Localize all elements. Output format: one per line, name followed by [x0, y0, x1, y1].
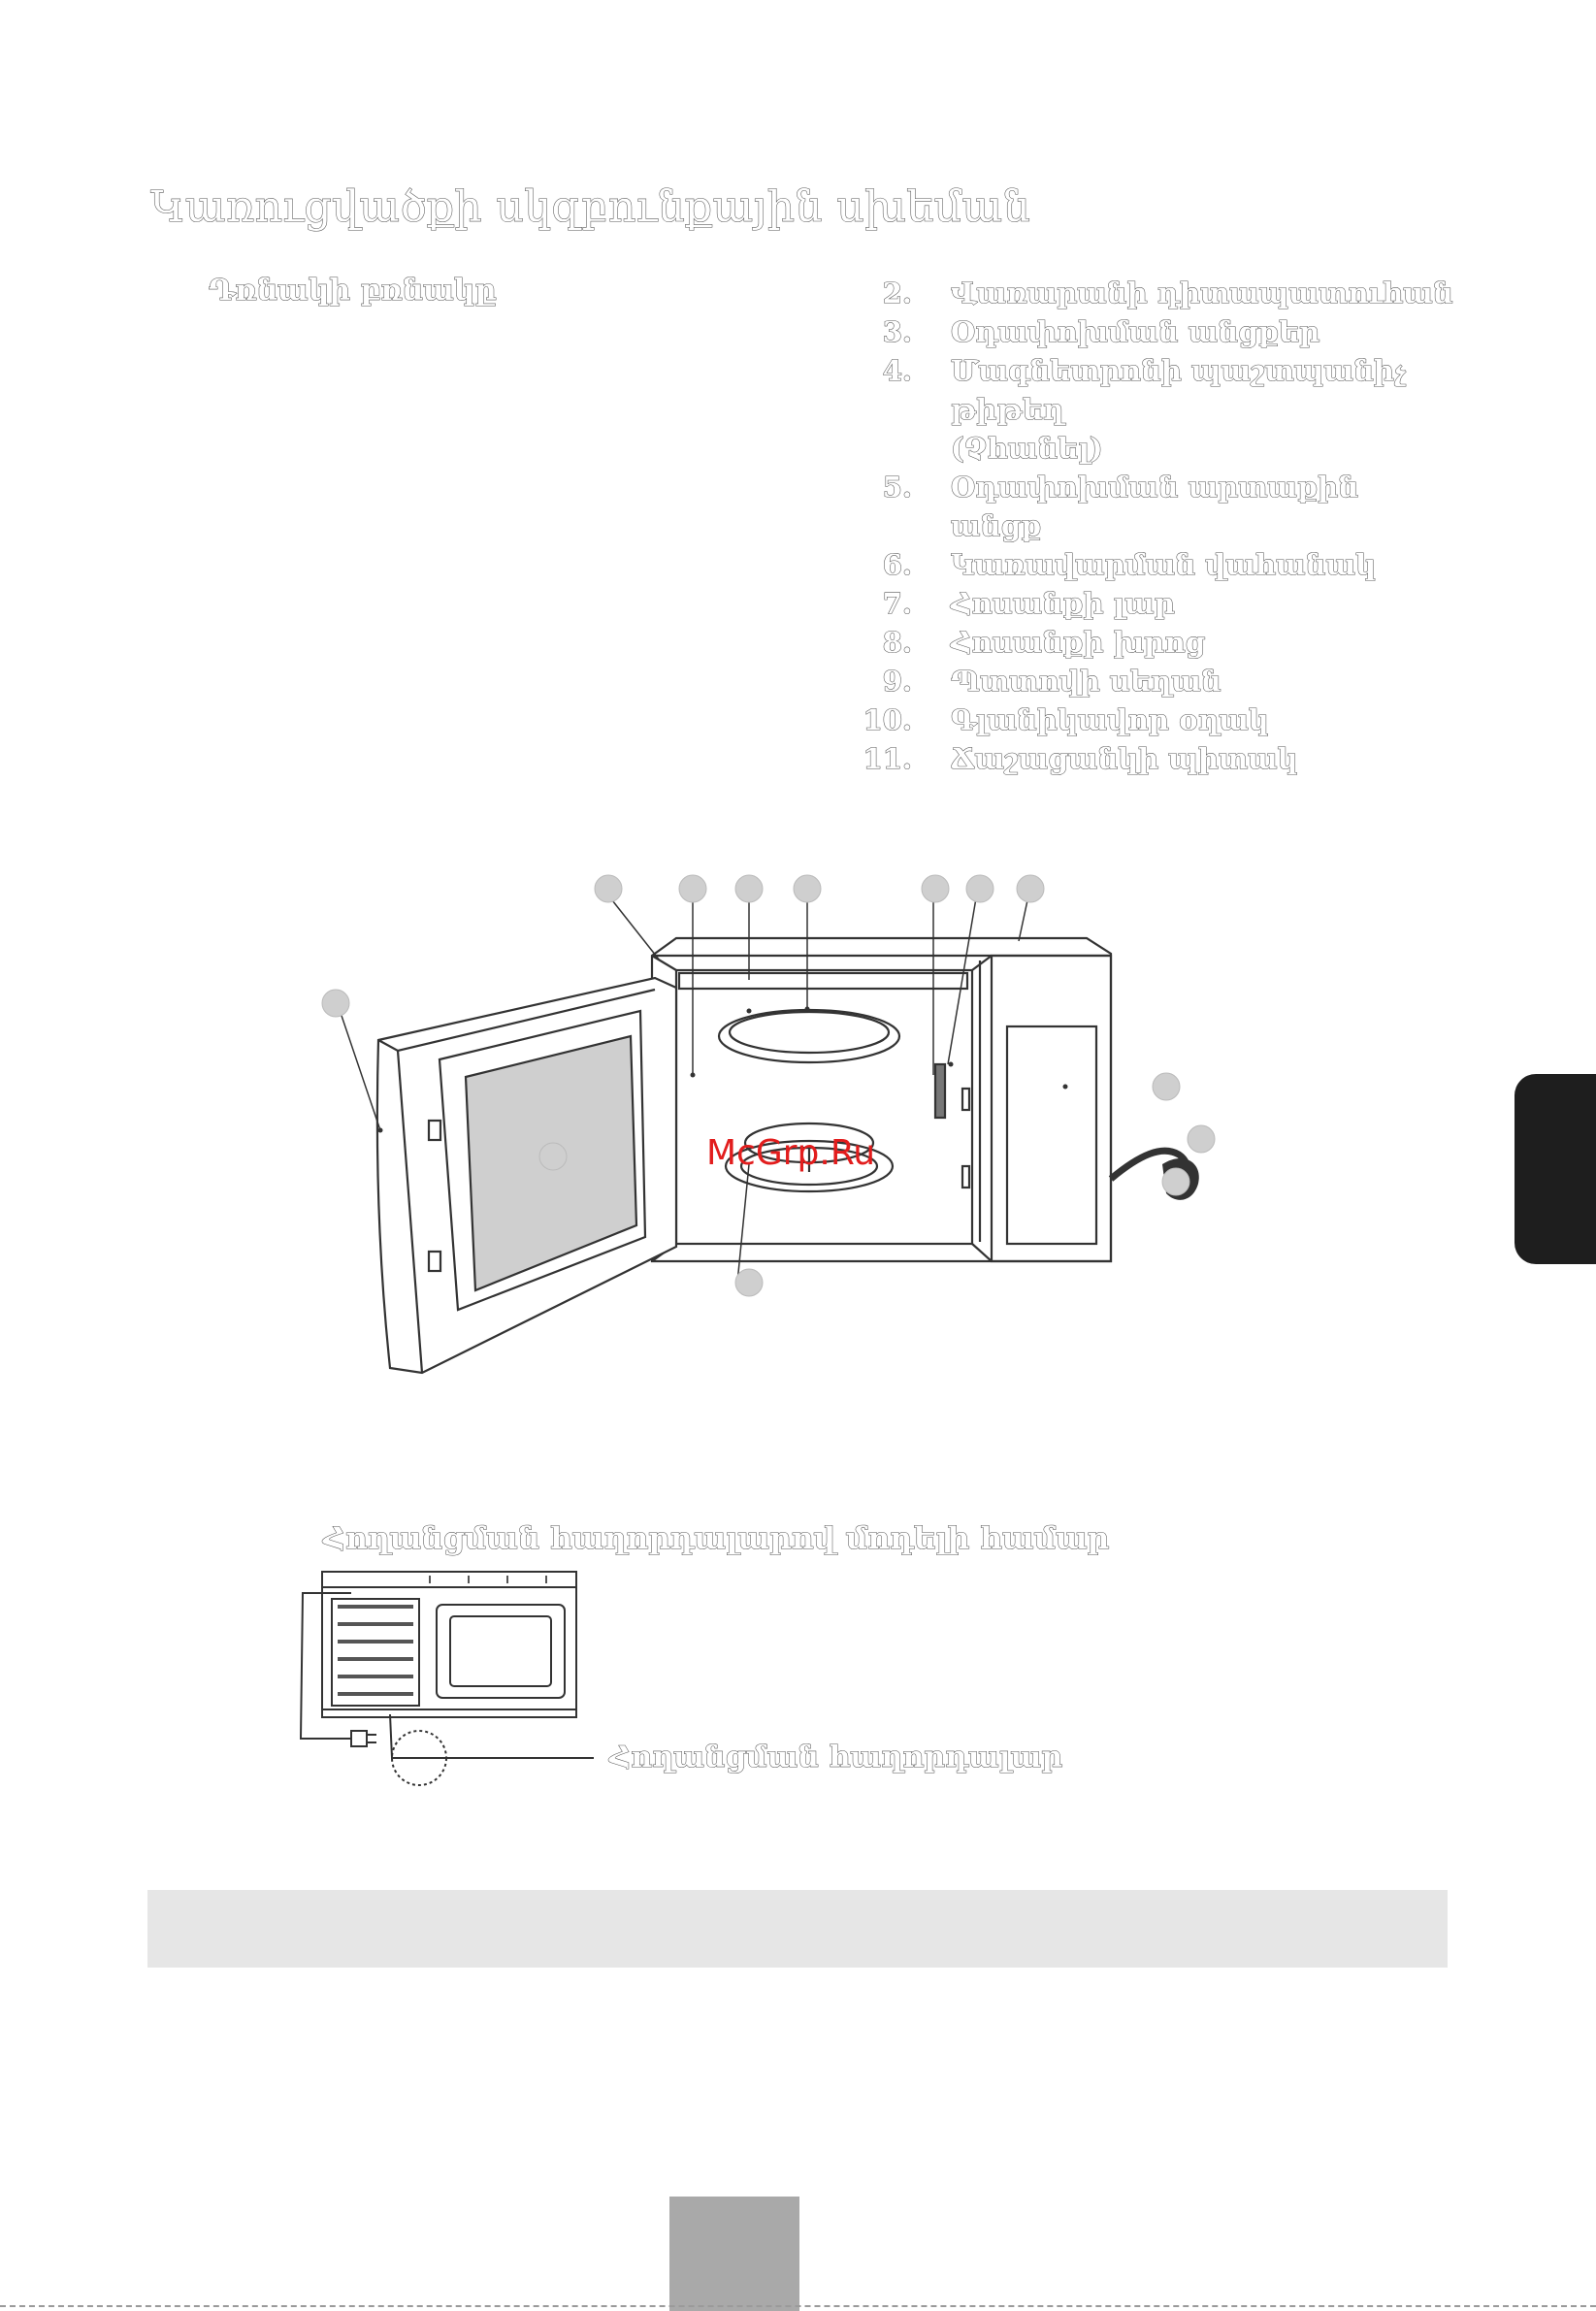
- callout-marker: [1152, 1072, 1181, 1101]
- side-section-tab: [1515, 1074, 1596, 1264]
- plug-icon: [350, 1730, 368, 1747]
- parts-list-item: 7. Հոսանքի լար: [854, 584, 1455, 623]
- part-number: 6.: [882, 547, 912, 581]
- part-number: 5.: [882, 470, 912, 504]
- callout-marker: [965, 874, 994, 903]
- part-label: Պտտովի սեղան: [950, 664, 1221, 698]
- callout-marker: [1161, 1167, 1190, 1196]
- parts-list-item: 10. Գլանիկավոր օղակ: [854, 700, 1455, 739]
- control-panel-outline: [990, 954, 1113, 1263]
- parts-list-item: 3. Օդափոխման անցքեր: [854, 312, 1455, 351]
- callout-marker: [321, 989, 350, 1018]
- parts-list-item: 5. Օդափոխման արտաքին անցք: [854, 468, 1455, 545]
- part-label: Մագնետրոնի պաշտպանիչ թիթեղ: [950, 353, 1407, 426]
- part-number: 3.: [882, 314, 912, 348]
- parts-list-item: (Չհանել): [854, 429, 1455, 468]
- watermark: McGrp.Ru: [706, 1133, 876, 1173]
- part-number: 11.: [863, 741, 913, 775]
- parts-list-item: 11. Ճաշացանկի պիտակ: [854, 739, 1455, 778]
- callout-marker: [1187, 1124, 1216, 1154]
- callout-marker: [921, 874, 950, 903]
- parts-list-item: 4. Մագնետրոնի պաշտպանիչ թիթեղ: [854, 351, 1455, 429]
- part-label: Կառավարման վահանակ: [950, 547, 1377, 581]
- callout-marker: [1016, 874, 1045, 903]
- callout-marker: [594, 874, 623, 903]
- parts-list: 2. Վառարանի դիտապատուհան 3. Օդափոխման անցք…: [854, 274, 1455, 778]
- parts-list-item: 9. Պտտովի սեղան: [854, 662, 1455, 700]
- part-label: Հոսանքի լար: [950, 586, 1175, 620]
- note-band: [147, 1890, 1448, 1968]
- microwave-diagram: [321, 874, 1216, 1375]
- part-label: Օդափոխման անցքեր: [950, 314, 1320, 348]
- callout-marker: [734, 1268, 764, 1297]
- callout-marker: [538, 1142, 568, 1171]
- parts-list-item: 2. Վառարանի դիտապատուհան: [854, 274, 1455, 312]
- vent-strip: [677, 971, 969, 991]
- part-label: Օդափոխման արտաքին անցք: [950, 470, 1359, 542]
- callout-marker: [793, 874, 822, 903]
- part-number: 10.: [863, 702, 913, 736]
- callout-marker: [734, 874, 764, 903]
- callout-marker: [678, 874, 707, 903]
- part-label: Ճաշացանկի պիտակ: [950, 741, 1298, 775]
- door-handle-label: Դռնակի բռնակը: [208, 273, 497, 308]
- ground-wire: [299, 1592, 351, 1740]
- door-window-frame: [438, 1009, 647, 1312]
- grounding-wire-label: Հողանցման հաղորդալար: [608, 1740, 1063, 1774]
- page-title: Կառուցվածքի սկզբունքային սխեման: [149, 181, 1031, 232]
- part-number: 2.: [882, 276, 912, 309]
- page-bottom-edge: [0, 2305, 1596, 2307]
- magnetron-plate: [933, 1062, 947, 1120]
- control-panel-window: [1005, 1025, 1098, 1246]
- grounding-diagram: [299, 1571, 594, 1786]
- parts-list-item: 6. Կառավարման վահանակ: [854, 545, 1455, 584]
- oven-body: [650, 936, 1113, 1263]
- part-label: Վառարանի դիտապատուհան: [950, 276, 1453, 309]
- part-number: 8.: [882, 625, 912, 659]
- part-label: Գլանիկավոր օղակ: [950, 702, 1269, 736]
- part-number: 4.: [882, 353, 912, 387]
- grounding-model-title: Հողանցման հաղորդալարով մոդելի համար: [322, 1520, 1110, 1556]
- part-label: (Չհանել): [950, 431, 1103, 465]
- part-number: [854, 429, 951, 468]
- part-number: 9.: [882, 664, 912, 698]
- part-label: Հոսանքի խրոց: [950, 625, 1206, 659]
- part-number: 7.: [882, 586, 912, 620]
- oven-back-view: [321, 1571, 577, 1718]
- turntable-plate: [717, 1008, 901, 1064]
- page-number-box: [669, 2197, 799, 2311]
- parts-list-item: 8. Հոսանքի խրոց: [854, 623, 1455, 662]
